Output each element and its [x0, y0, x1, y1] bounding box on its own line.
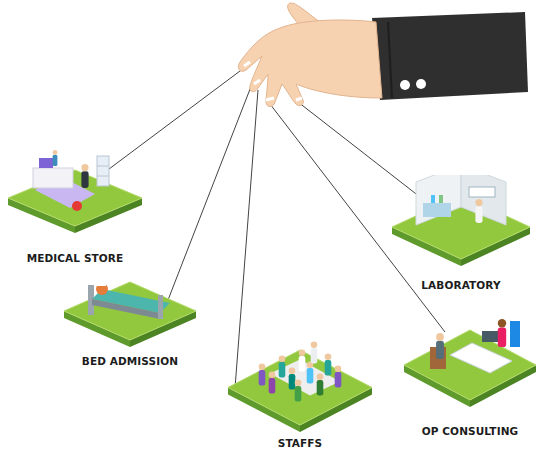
shelf-line [97, 176, 109, 177]
person-body [53, 155, 58, 166]
person-head [269, 372, 276, 379]
person-head [279, 356, 286, 363]
cuff-button [400, 80, 410, 90]
scene-illustration [259, 342, 342, 402]
illustrated-platform: BED ADMISSION [62, 262, 198, 368]
illustrated-platform: STAFFS [226, 330, 374, 450]
chair-back [510, 321, 520, 347]
platform [8, 170, 142, 233]
medical-sign [72, 201, 82, 211]
hand [238, 20, 382, 107]
person-body [299, 356, 306, 371]
platform-top [8, 170, 142, 226]
platform [64, 282, 196, 347]
person-head [325, 354, 332, 361]
person-body [81, 171, 88, 188]
person-head [475, 199, 482, 206]
person-head [311, 342, 318, 349]
person-body [335, 372, 342, 387]
person-head [295, 380, 302, 387]
person-body [325, 360, 332, 375]
shelf-line [97, 166, 109, 167]
person-body [295, 386, 302, 401]
platform-label: LABORATORY [390, 278, 532, 292]
lab-wall [416, 175, 461, 225]
person-head [259, 364, 266, 371]
person-body [436, 341, 444, 359]
person-head [335, 366, 342, 373]
person-body [289, 374, 296, 389]
person-body [311, 348, 318, 363]
string-line [168, 84, 252, 300]
platform-shape [226, 330, 374, 450]
person-body [475, 206, 482, 223]
person-body [498, 327, 506, 347]
platform-label: OP CONSULTING [402, 424, 538, 438]
string-line [105, 68, 244, 172]
scene-illustration [430, 319, 520, 373]
platform-shape [62, 262, 198, 368]
person-body [279, 362, 286, 377]
person-head [289, 368, 296, 375]
screen [39, 158, 53, 168]
platform-label: MEDICAL STORE [6, 251, 144, 265]
scene-illustration [33, 150, 109, 211]
platform [228, 350, 372, 432]
pillow [94, 281, 106, 286]
finger-ring [244, 62, 302, 100]
person-body [317, 380, 324, 395]
test-tube [439, 195, 443, 203]
scene-illustration [416, 175, 506, 225]
platform-top [228, 350, 372, 425]
person-head [53, 150, 58, 155]
cuff-seam [388, 22, 392, 98]
sleeve [372, 12, 528, 100]
string-line [298, 102, 420, 197]
platform-label: BED ADMISSION [62, 354, 198, 368]
cuff-button [416, 79, 426, 89]
platform-top [64, 282, 196, 340]
person-head [317, 374, 324, 381]
lab-bench [423, 203, 451, 217]
desk-top [450, 343, 512, 373]
platform-shape [390, 175, 532, 292]
illustrated-platform: OP CONSULTING [402, 310, 538, 438]
lab-cabinet [469, 187, 495, 197]
person-body [259, 370, 266, 385]
lab-wall [461, 175, 506, 225]
person-body [269, 378, 276, 393]
test-tube [431, 195, 435, 203]
counter [33, 168, 73, 188]
scene-illustration [88, 281, 170, 319]
person-head [436, 333, 444, 341]
platform-label: STAFFS [226, 436, 374, 450]
person-head [498, 319, 506, 327]
shelf [97, 156, 109, 186]
bed-frame [92, 299, 160, 319]
bed-footboard [158, 295, 163, 319]
person-body [307, 368, 314, 383]
monitor [482, 331, 498, 342]
platform-shape [6, 145, 144, 265]
illustrated-platform: LABORATORY [390, 175, 532, 292]
person-head [81, 164, 88, 171]
string-line [235, 90, 258, 388]
person-head [299, 350, 306, 357]
illustrated-platform: MEDICAL STORE [6, 145, 144, 265]
platform-shape [402, 310, 538, 438]
